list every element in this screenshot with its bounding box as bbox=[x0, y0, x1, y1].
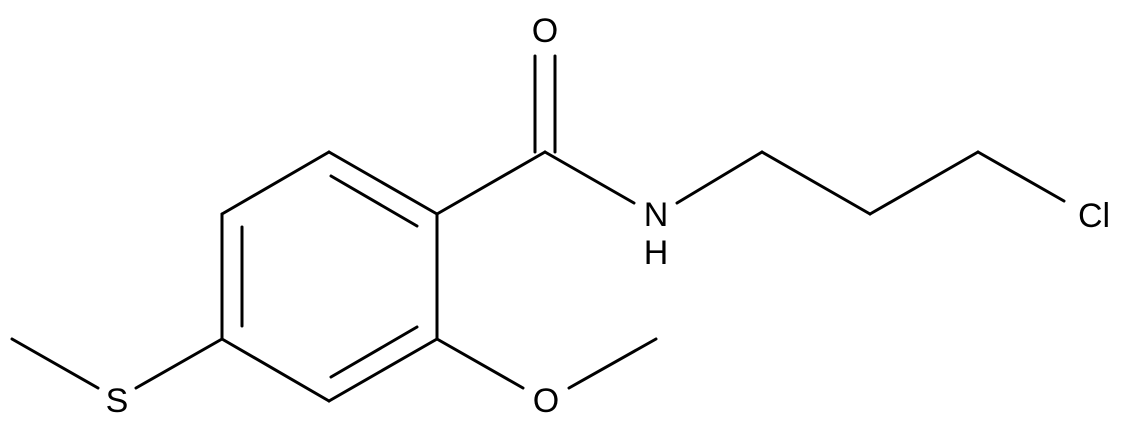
ring-bond-c2-c3-inner bbox=[329, 325, 419, 379]
sulfur-label: S bbox=[106, 382, 129, 420]
bond-ch2-ch2b bbox=[868, 150, 980, 216]
ring-bond-c5-c6 bbox=[220, 150, 331, 216]
ring-bond-c3-c4 bbox=[220, 337, 331, 403]
bond-sulfur-methyl bbox=[10, 337, 100, 390]
chlorine-label: Cl bbox=[1078, 197, 1110, 235]
ring-bond-c6-c1-inner bbox=[329, 174, 419, 228]
methoxy-oxygen-label: O bbox=[533, 382, 559, 420]
amide-hydrogen-label: H bbox=[644, 234, 669, 272]
bond-ring-carbonyl bbox=[435, 150, 547, 216]
amide-nitrogen-label: N bbox=[644, 196, 669, 234]
bond-ring-methoxy-oxygen bbox=[435, 337, 525, 390]
bond-nitrogen-ch2 bbox=[675, 150, 764, 205]
bond-carbonyl-nitrogen bbox=[543, 150, 636, 205]
carbonyl-oxygen-label: O bbox=[532, 12, 558, 50]
bond-ch2-ch2 bbox=[760, 150, 872, 216]
ring-bond-c6-c1 bbox=[327, 150, 439, 216]
bond-ch2-chlorine bbox=[976, 150, 1066, 203]
bond-ring-sulfur bbox=[134, 337, 224, 390]
bond-methoxy-oxygen-methyl bbox=[567, 337, 658, 390]
ring-bond-c2-c3 bbox=[327, 337, 439, 403]
